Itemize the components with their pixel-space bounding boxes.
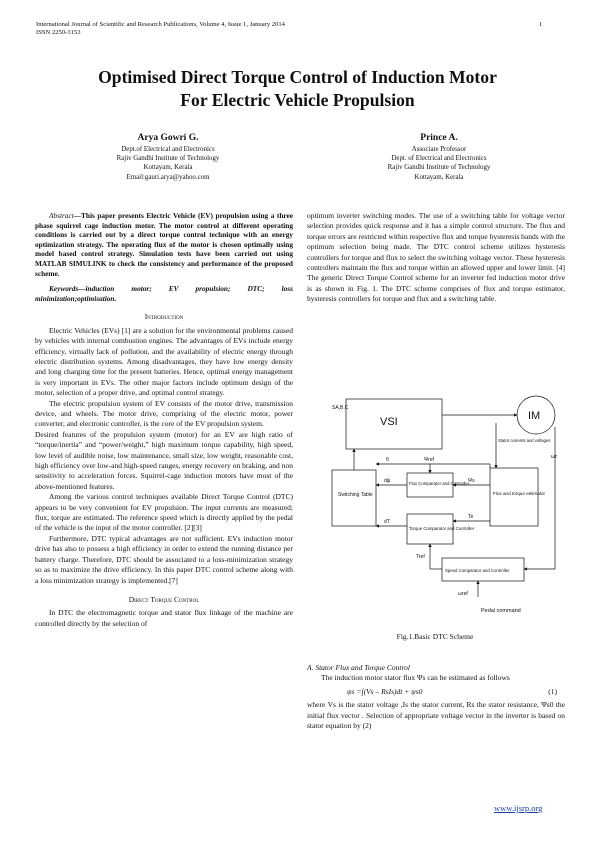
abstract-text: —This paper presents Electric Vehicle (E… bbox=[35, 211, 293, 278]
section-heading-dtc: Direct Torque Control bbox=[128, 594, 200, 604]
dtc-block-diagram: SA,B,C VSI IM Stator currents and voltag… bbox=[331, 395, 557, 614]
subsection-text: The induction motor stator flux Ψs can b… bbox=[321, 673, 510, 683]
vsi-block bbox=[345, 398, 443, 450]
subsection-text: where Vs is the stator voltage ,Is the s… bbox=[307, 700, 565, 731]
journal-line: International Journal of Scientific and … bbox=[36, 21, 285, 28]
label-psi-ref: Ψref bbox=[424, 457, 435, 463]
section-heading-introduction: Introduction bbox=[144, 312, 184, 322]
switching-table-block bbox=[331, 469, 377, 527]
title-line-1: Optimised Direct Torque Control of Induc… bbox=[98, 67, 497, 87]
label-dpsi: dψ bbox=[384, 478, 391, 484]
label-psi-s: Ψs bbox=[468, 478, 475, 484]
author-email: Email:gauri.arya@yahoo.com bbox=[126, 173, 210, 181]
intro-paragraph: Electric Vehicles (EVs) [1] are a soluti… bbox=[35, 325, 293, 398]
author-affiliation: Kottayam, Kerala bbox=[143, 164, 193, 172]
abstract-label: Abstract bbox=[49, 211, 74, 220]
author-name: Arya Gowri G. bbox=[137, 133, 199, 143]
label-switching-table: Switching Table bbox=[338, 492, 373, 498]
label-flux-comparator: Flux Comparator and Controller bbox=[409, 481, 470, 486]
equation-number: (1) bbox=[548, 686, 557, 696]
footer-link[interactable]: www.ijsrp.org bbox=[494, 803, 543, 813]
author-affiliation: Dept. of Electrical and Electronics bbox=[391, 155, 487, 163]
author-name: Prince A. bbox=[420, 133, 458, 143]
figure-caption: Fig.1.Basic DTC Scheme bbox=[396, 632, 474, 641]
paper-title: Optimised Direct Torque Control of Induc… bbox=[0, 66, 595, 112]
issn: ISSN 2250-3153 bbox=[36, 29, 81, 37]
label-omega-r: ωr bbox=[551, 454, 557, 460]
intro-paragraph: Among the various control techniques ava… bbox=[35, 492, 293, 533]
keywords-text: —induction motor; EV propulsion; DTC; lo… bbox=[35, 284, 293, 303]
label-stator: Stator currents and voltages bbox=[498, 438, 550, 443]
label-sabc: SA,B,C bbox=[332, 405, 349, 411]
author-affiliation: Dept.of Electrical and Electronics bbox=[121, 146, 215, 153]
label-estimator: Flux and torque estimator bbox=[493, 491, 546, 496]
left-column: Abstract—This paper presents Electric Ve… bbox=[35, 211, 293, 629]
label-im: IM bbox=[528, 410, 540, 422]
equation-body: ψs =∫(Vs – RsIs)dt + ψs0 bbox=[347, 686, 423, 696]
label-torque-comparator: Torque Comparator and Controller bbox=[409, 526, 475, 531]
journal-header: International Journal of Scientific and … bbox=[36, 21, 285, 37]
label-pedal: Pedal command bbox=[481, 608, 521, 614]
label-dt: dT bbox=[384, 519, 390, 525]
title-line-2: For Electric Vehicle Propulsion bbox=[180, 90, 415, 110]
intro-paragraph: Furthermore, DTC typical advantages are … bbox=[35, 533, 293, 585]
author-block-1: Arya Gowri G. Dept.of Electrical and Ele… bbox=[48, 131, 288, 182]
label-vsi: VSI bbox=[380, 416, 398, 428]
right-column-top: optimum inverter switching modes. The us… bbox=[307, 211, 565, 305]
author-affiliation: Kottayam, Kerala bbox=[414, 173, 464, 181]
right-column-bottom: A. Stator Flux and Torque Control The in… bbox=[307, 659, 565, 731]
abstract: Abstract—This paper presents Electric Ve… bbox=[35, 211, 293, 278]
label-theta: θ bbox=[386, 457, 389, 463]
equation-1: ψs =∫(Vs – RsIs)dt + ψs0 (1) bbox=[307, 684, 565, 700]
subsection-heading: A. Stator Flux and Torque Control bbox=[307, 663, 410, 672]
estimator-block bbox=[489, 467, 539, 527]
author-affiliation: Rajiv Gandhi Institute of Technology bbox=[116, 155, 220, 163]
page-number: 1 bbox=[539, 21, 543, 28]
author-affiliation: Rajiv Gandhi Institute of Technology bbox=[387, 164, 491, 172]
label-te: Te bbox=[468, 514, 474, 520]
keywords-label: Keywords bbox=[49, 284, 79, 294]
intro-paragraph: The electric propulsion system of EV con… bbox=[35, 398, 293, 429]
label-tref: Tref bbox=[416, 554, 425, 560]
intro-paragraph: Desired features of the propulsion syste… bbox=[35, 429, 293, 491]
dtc-paragraph-continued: optimum inverter switching modes. The us… bbox=[307, 211, 565, 304]
label-speed-comparator: Speed Comparator and Controller bbox=[445, 568, 510, 573]
dtc-paragraph: In DTC the electromagnetic torque and st… bbox=[35, 608, 293, 628]
keywords: Keywords—induction motor; EV propulsion;… bbox=[35, 284, 293, 303]
label-omega-ref: ωref bbox=[458, 591, 468, 597]
author-block-2: Prince A. Associate Professor Dept. of E… bbox=[319, 131, 559, 182]
author-affiliation: Associate Professor bbox=[411, 146, 467, 153]
